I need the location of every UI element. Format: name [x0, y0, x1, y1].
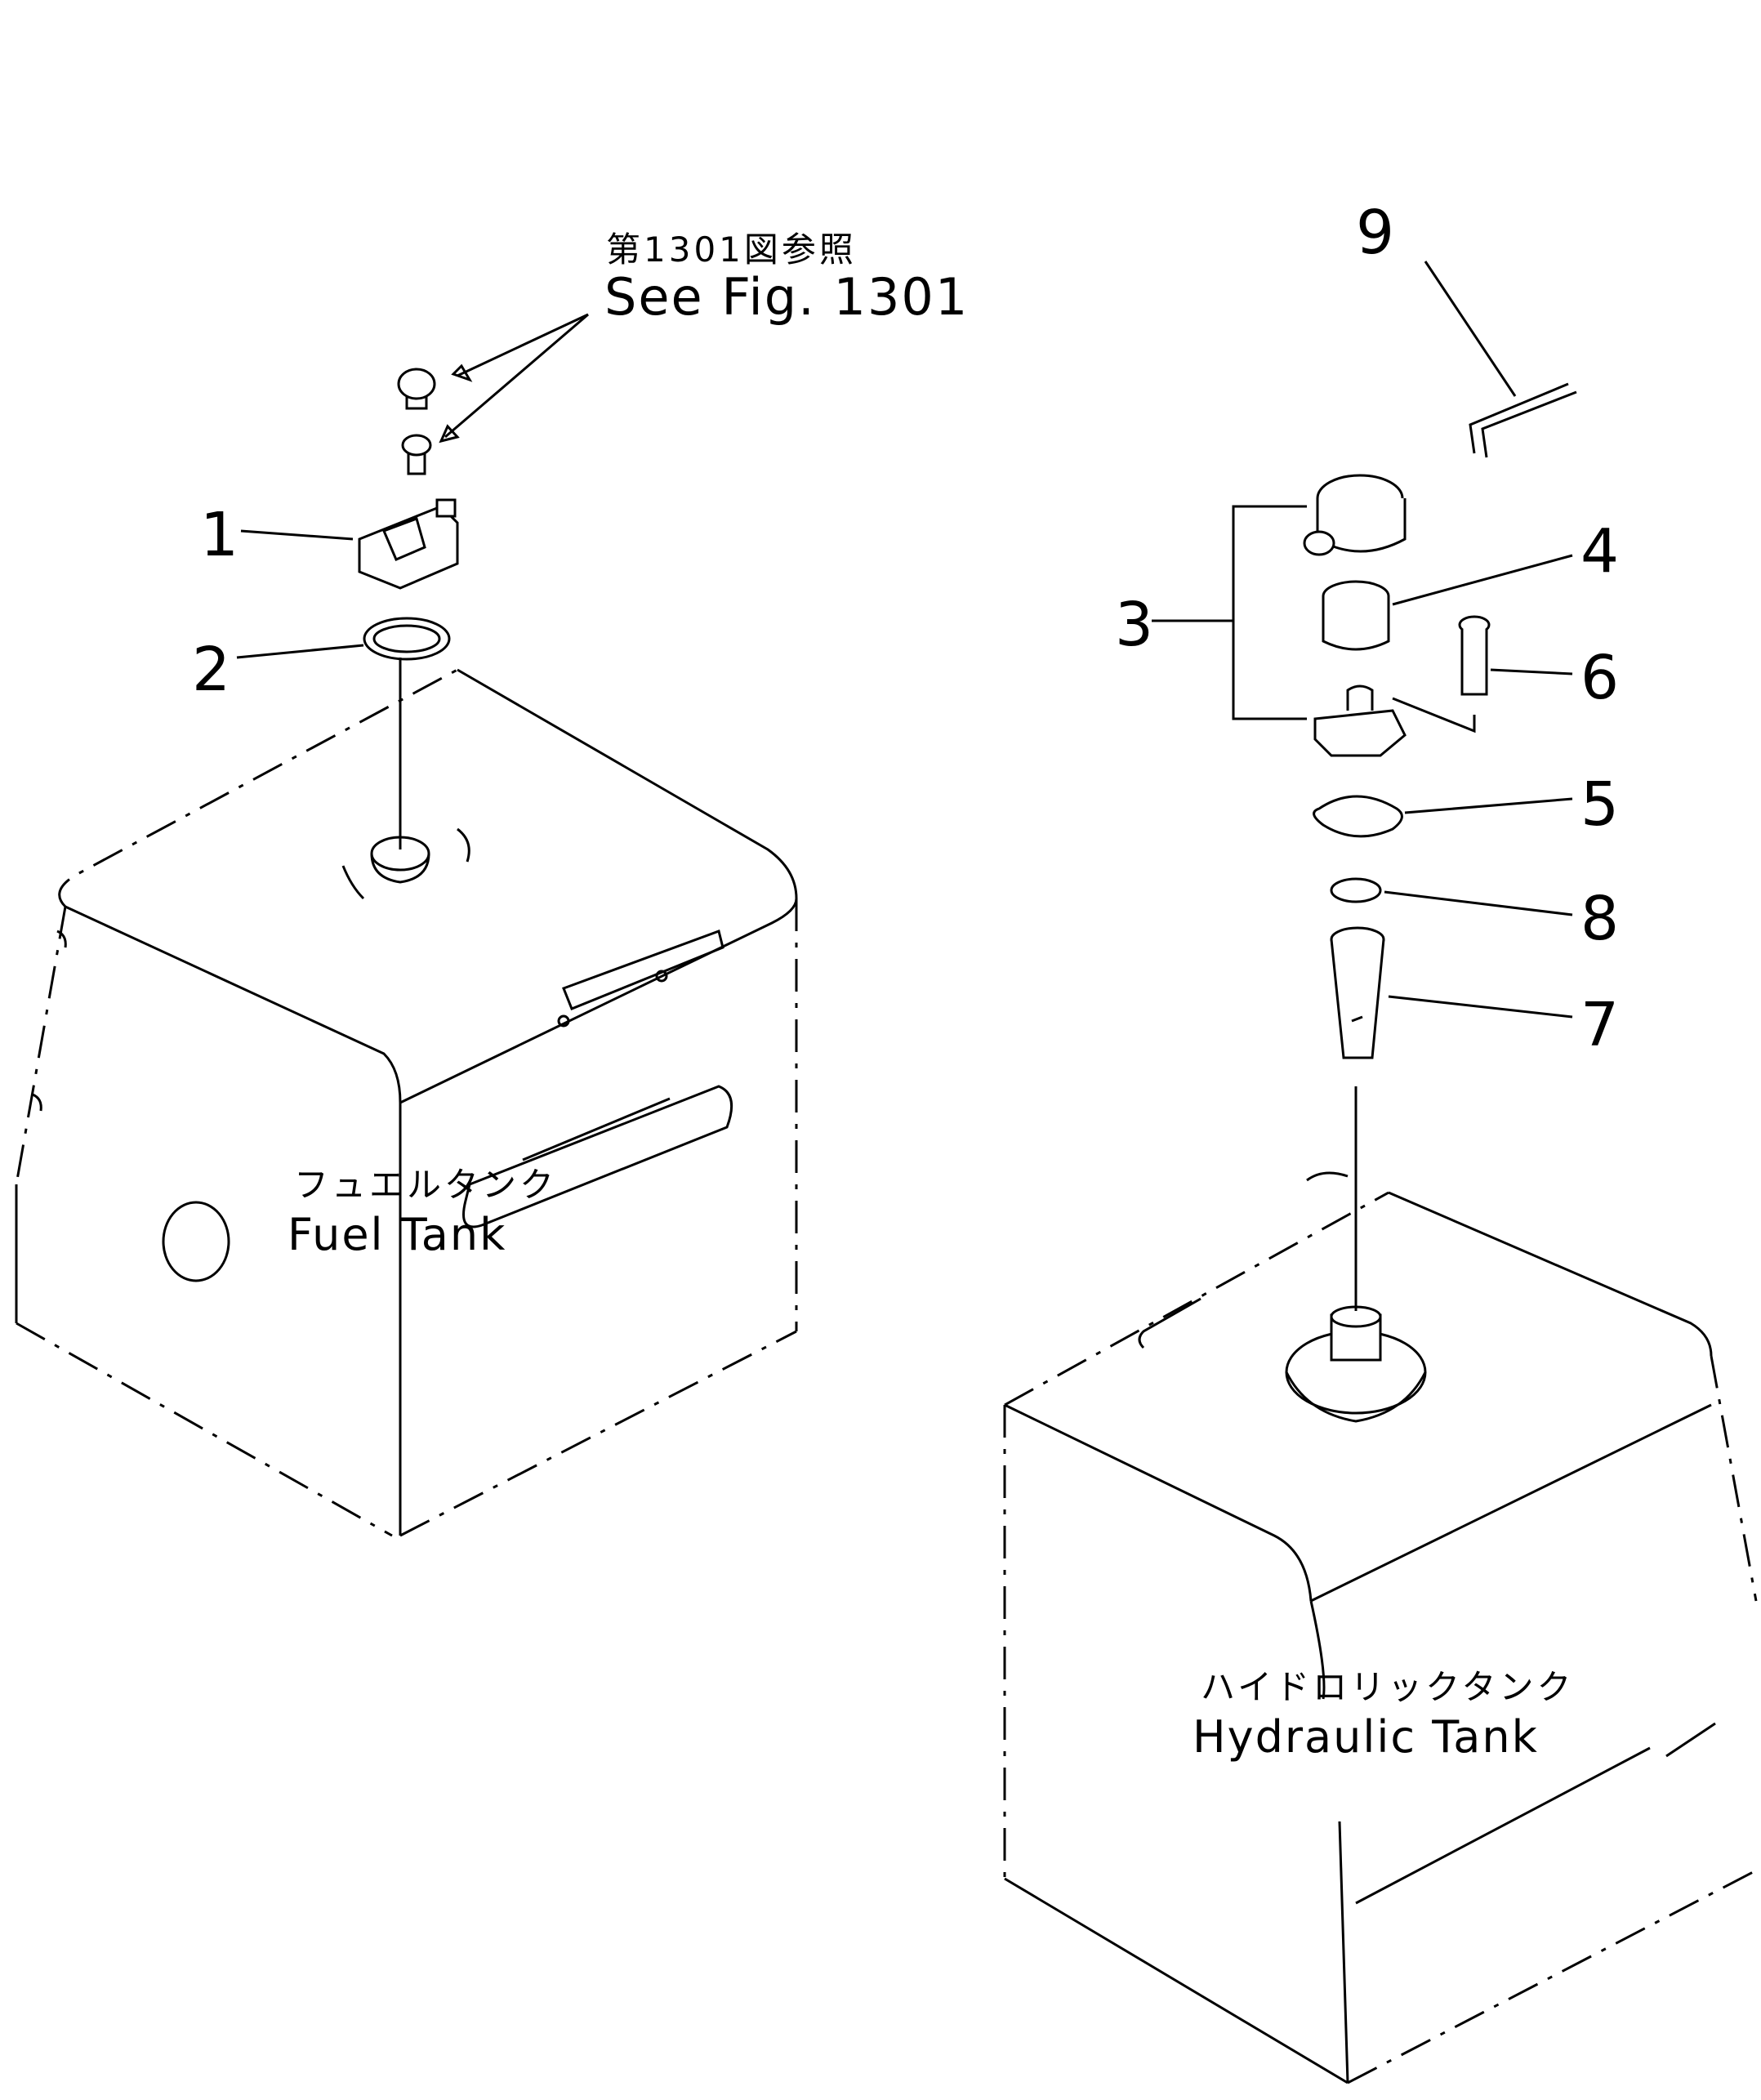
reference-jp-label: 第1301図参照	[606, 230, 857, 270]
callout-8: 8	[1580, 884, 1619, 954]
bolt	[1458, 615, 1491, 696]
fuel-cap	[358, 498, 459, 590]
filter-element	[1322, 580, 1390, 651]
snap-ring	[1330, 877, 1382, 903]
callout-7: 7	[1580, 990, 1619, 1060]
reference-en-label: See Fig. 1301	[604, 267, 969, 327]
callout-5: 5	[1580, 769, 1619, 840]
strainer	[1330, 926, 1385, 1059]
fuel-tank-drawing	[15, 313, 798, 1537]
cap-cover	[1303, 474, 1407, 556]
callout-9: 9	[1356, 198, 1394, 268]
hydraulic-tank-en-label: Hydraulic Tank	[1193, 1711, 1539, 1763]
fuel-tank-jp-label: フュエルタンク	[294, 1165, 557, 1205]
hydraulic-tank-drawing	[1003, 382, 1758, 2084]
callout-4: 4	[1580, 516, 1619, 586]
hydraulic-tank-jp-label: ハイドロリックタンク	[1201, 1667, 1574, 1707]
fig1301-plug	[397, 368, 436, 410]
cap-base	[1313, 684, 1407, 757]
callout-1: 1	[200, 500, 239, 570]
callout-6: 6	[1580, 643, 1619, 713]
fig1301-bolt	[401, 434, 432, 475]
hex-wrench	[1469, 382, 1577, 458]
gasket	[1313, 795, 1403, 838]
callout-3: 3	[1115, 590, 1153, 660]
fuel-tank-en-label: Fuel Tank	[288, 1209, 506, 1260]
callout-2: 2	[192, 635, 230, 705]
